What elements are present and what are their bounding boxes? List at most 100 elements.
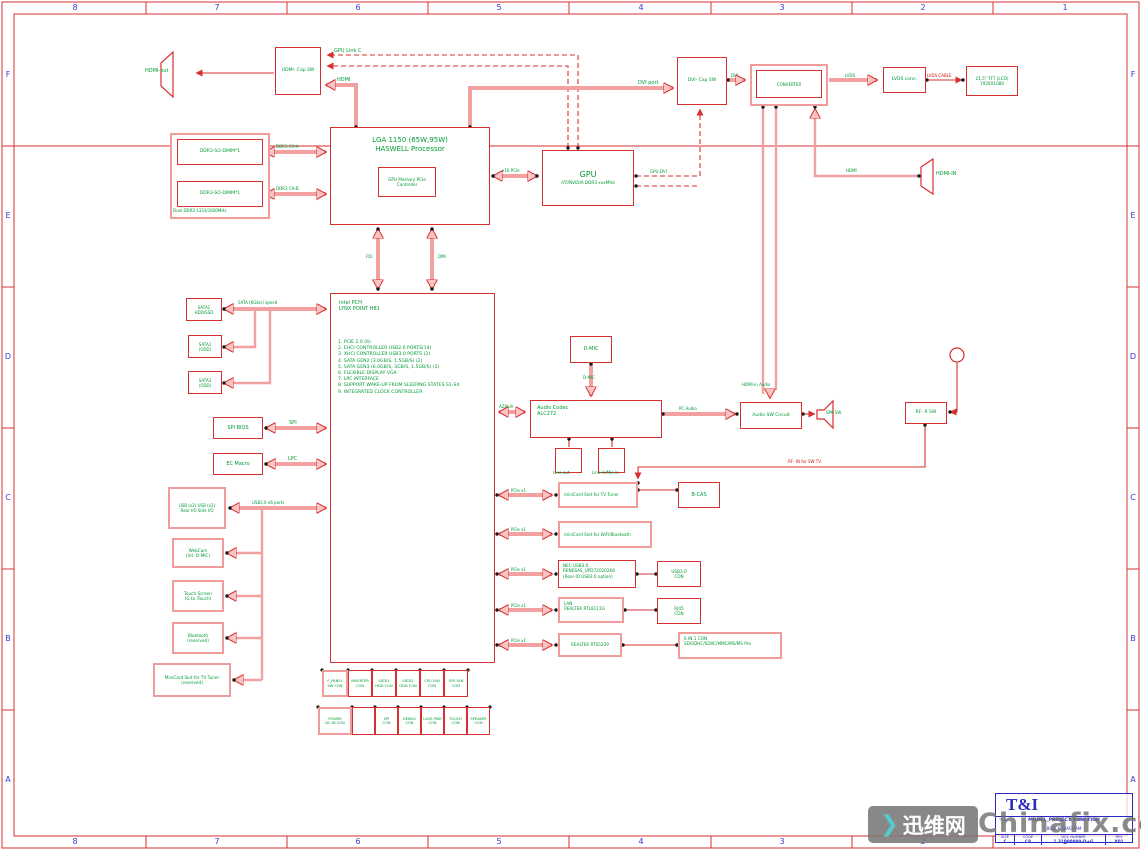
- fdi-net-label: FDI: [366, 254, 373, 259]
- frame-col-8b: 8: [72, 837, 78, 846]
- rf-sw-block: RF- R SW: [905, 402, 947, 424]
- bluetooth-block: Bluetooth (reserved): [172, 622, 224, 654]
- frame-col-1: 1: [1062, 3, 1068, 12]
- wifi-minicard-block: miniCard Slot for WiFi/Bluetooth: [558, 521, 652, 548]
- usb-ports-block: USB (x2) USB (x2) Rear I/O Side I/O: [168, 487, 226, 529]
- doc-number-label: DOC NUMBER: [1061, 835, 1086, 839]
- rj45-con-block: RJ45 CON: [657, 598, 701, 624]
- card-reader-block: REALTEK RTS5229: [558, 633, 622, 657]
- frame-col-4: 4: [638, 3, 644, 12]
- connector-cell: SPI CON: [375, 707, 398, 735]
- watermark-en-text: Chinafix.com: [978, 808, 1141, 839]
- doc-number-cell: DOC NUMBER 1.31000000-D+G: [1042, 835, 1106, 845]
- converter-block: CONVERTER: [756, 70, 822, 98]
- lvds-conn-block: LVDS conn.: [883, 67, 926, 93]
- lan-block: LAN REALTEK RTL8111G: [558, 597, 624, 623]
- frame-col-5b: 5: [496, 837, 502, 846]
- speaker-icon: [816, 399, 834, 430]
- line-in-jack: [598, 448, 625, 473]
- usb3-controller-block: NEC USB3.0 RENESAS_UPD720202K8 (Rear-IO …: [558, 560, 636, 588]
- gpu-subtitle: ATI/NVIDIA DDR3 xxxMHz: [561, 180, 615, 186]
- sata1-block: SATA1 HDD/SSD: [186, 298, 222, 321]
- connector-cell: SATA1 HDD CON: [372, 670, 396, 697]
- frame-row-d-r: D: [1129, 352, 1137, 361]
- gpu-link-c-net-label: GPU Link C: [334, 48, 362, 54]
- dimm-caption: Dual DDR3 1333/1600MHz: [173, 208, 227, 213]
- dimm1-block: DDR3-SO-DIMM*1: [177, 139, 263, 165]
- pcie-x16-net-label: x16 PCIe: [502, 168, 520, 173]
- sata-bus-label: SATA (6Gb/s) speed: [238, 300, 278, 305]
- code-value: C8: [1025, 839, 1031, 844]
- touch-screen-block: Touch Screen (G to iTouch): [172, 580, 224, 612]
- frame-col-8: 8: [72, 3, 78, 12]
- frame-row-a-r: A: [1130, 775, 1136, 784]
- title-label: TITLE: [999, 818, 1009, 822]
- doc-number-value: 1.31000000-D+G: [1053, 839, 1094, 844]
- title-block: T&I TITLE MODEL_PROJECT_FUNCTION BLOCK D…: [995, 793, 1133, 845]
- sata3-block: SATA3 (ODD): [188, 371, 222, 394]
- rf-in-label: RF- IN for SW TV: [788, 459, 821, 464]
- tv-tuner-slot-block: MiniCard Slot for TV Tuner (reserved): [153, 663, 231, 697]
- cpu-gfx-mem-controller: GPU Memory PCIe Controller: [378, 167, 436, 197]
- thin-nets: [195, 69, 963, 646]
- dashed-nets: [326, 51, 704, 187]
- frame-col-6: 6: [355, 3, 361, 12]
- frame-row-e-r: E: [1130, 211, 1136, 220]
- frame-row-c-r: C: [1130, 493, 1136, 502]
- size-value: C: [1003, 839, 1007, 844]
- connector-cell: INVERTER CON: [348, 670, 372, 697]
- watermark-badge: ❯ 迅维网: [868, 806, 978, 843]
- hdmi-in-net-label: HDMI: [846, 168, 857, 173]
- rev-value: X01: [1114, 839, 1124, 844]
- dvi-net-label: DVI: [731, 73, 738, 78]
- frame-row-d: D: [4, 352, 12, 361]
- spi-net-label: SPI: [289, 420, 297, 426]
- dmi-net-label: DMI: [438, 254, 446, 259]
- audio-codec-block: Audio Codec ALC272: [530, 400, 662, 438]
- dmic-net-label: D-MIC: [583, 375, 595, 380]
- gpu-title: GPU: [579, 170, 597, 180]
- bcas-block: B-CAS: [678, 482, 720, 508]
- ddr3-chb-net-label: DDR3 CH-B: [276, 186, 299, 191]
- connector-cell: CPU FAN CON: [420, 670, 444, 697]
- hdmi-in-audio-net-label: HDMI-in Audio: [742, 382, 771, 387]
- cpu-block: LGA 1150 (65W,95W) HASWELL Processor: [330, 127, 490, 225]
- spk-label: SPK SW: [826, 410, 842, 415]
- connector-cell: DEBUG CON: [398, 707, 421, 735]
- hdmi-out-connector-icon: [160, 50, 174, 99]
- code-cell: CODE C8: [1015, 835, 1042, 845]
- doc-title-line2: BLOCK DIAGRAM: [1046, 826, 1082, 831]
- frame-col-7b: 7: [214, 837, 220, 846]
- frame-row-b-r: B: [1130, 634, 1136, 643]
- frame-row-b: B: [5, 634, 11, 643]
- title-block-footer: SIZE C CODE C8 DOC NUMBER 1.31000000-D+G…: [996, 834, 1132, 845]
- pc-audio-net-label: PC Audio: [679, 406, 697, 411]
- pcie-lane-label-4: PCIe x1: [511, 603, 527, 608]
- frame-row-c: C: [5, 493, 11, 502]
- connector-cell: TOUCH CON: [444, 707, 467, 735]
- dimm2-block: DDR3-SO-DIMM*1: [177, 181, 263, 207]
- ec-macro-block: EC Macro: [213, 453, 263, 475]
- frame-col-2: 2: [920, 3, 926, 12]
- company-logo: T&I: [1006, 795, 1039, 814]
- hdmi-net-label: HDMI: [337, 77, 351, 83]
- doc-title-line1: MODEL_PROJECT_FUNCTION: [1028, 818, 1100, 823]
- audio-sw-circuit-block: Audio SW Circuit: [740, 402, 802, 429]
- pch-block: Intel PCH LYNX POINT H81: [330, 293, 495, 663]
- connector-cell: [352, 707, 375, 735]
- connector-shapes: [160, 50, 965, 468]
- frame-col-5: 5: [496, 3, 502, 12]
- connector-cell: SATA2 ODD CON: [396, 670, 420, 697]
- size-cell: SIZE C: [996, 835, 1015, 845]
- sata2-block: SATA2 (ODD): [188, 335, 222, 358]
- tft-panel-block: 21.5" TFT (LCD) 1920X1080: [966, 66, 1018, 96]
- hdmi-cap-sw-block: HDMI- Cap SW: [275, 47, 321, 95]
- frame-col-6b: 6: [355, 837, 361, 846]
- chevron-icon: ❯: [880, 812, 899, 837]
- code-label: CODE: [1022, 835, 1034, 839]
- frame-row-a: A: [5, 775, 11, 784]
- frame-row-f-r: F: [1130, 70, 1136, 79]
- pcie-lane-label-5: PCIe x1: [511, 638, 527, 643]
